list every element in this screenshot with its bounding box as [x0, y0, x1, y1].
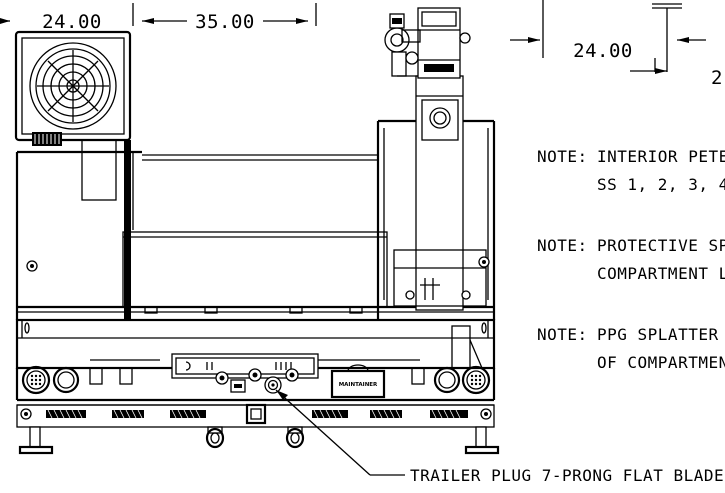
callout-leader	[275, 389, 405, 476]
lower-rail	[16, 403, 495, 428]
note-1-line2: SS 1, 2, 3, 4	[597, 175, 725, 194]
trailer-plug-icon	[264, 376, 282, 394]
support-legs	[18, 426, 500, 455]
fan-mount	[32, 132, 120, 201]
center-connectors	[215, 368, 299, 393]
dimension-right: 24.00	[573, 40, 633, 62]
dimension-lines	[0, 0, 706, 74]
note-2-line1: PROTECTIVE SP	[597, 236, 725, 255]
note-2-label: NOTE:	[537, 236, 588, 255]
maintainer-label: MAINTAINER	[339, 382, 378, 388]
speaker-icon	[21, 365, 491, 395]
side-knobs	[26, 256, 490, 272]
callout-label: TRAILER PLUG 7-PRONG FLAT BLADE	[410, 466, 724, 485]
maintainer-panel: MAINTAINER	[330, 364, 386, 399]
note-3-label: NOTE:	[537, 325, 588, 344]
dimension-partial: 2	[711, 67, 723, 89]
dimension-left: 24.00	[42, 11, 102, 33]
note-3-line1: PPG SPLATTER	[597, 325, 719, 344]
note-2-line2: COMPARTMENT L	[597, 264, 725, 283]
note-3-line2: OF COMPARTMEN	[597, 353, 725, 372]
notes-block: NOTE: INTERIOR PETE SS 1, 2, 3, 4 NOTE: …	[537, 147, 725, 372]
note-1-line1: INTERIOR PETE	[597, 147, 725, 166]
tie-down-ring-icon	[205, 426, 305, 449]
fan-icon	[14, 30, 132, 142]
lower-band	[15, 318, 496, 379]
note-1-label: NOTE:	[537, 147, 588, 166]
hose-reel-icon	[384, 7, 487, 311]
dimension-middle: 35.00	[195, 11, 255, 33]
